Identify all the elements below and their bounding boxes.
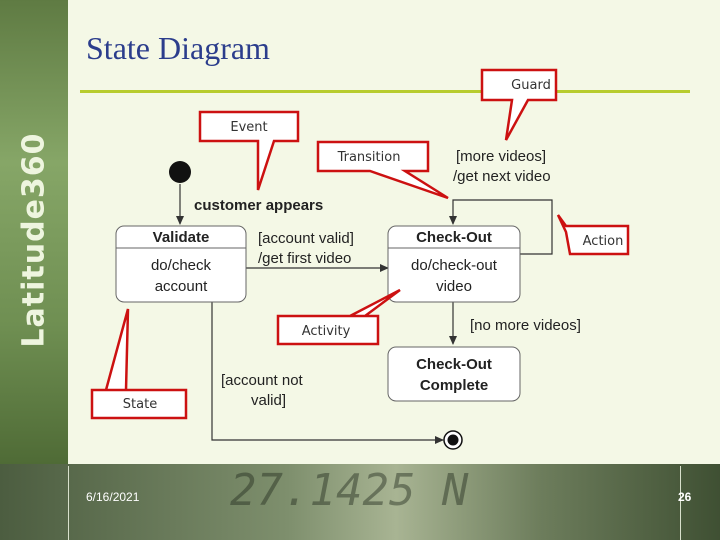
initial-state (169, 161, 191, 183)
validate-name: Validate (153, 229, 210, 246)
footer-date: 6/16/2021 (86, 490, 140, 504)
footer-divider (68, 466, 69, 540)
state-complete: Check-Out Complete (387, 346, 521, 402)
validate-activity-1: do/check (151, 257, 212, 274)
callouts (90, 68, 630, 420)
validate-activity-2: account (155, 278, 208, 295)
callout-transition-shape (316, 140, 449, 200)
callout-guard: Guard (511, 78, 551, 93)
footer-watermark-digits: 27.1425 N (230, 465, 469, 515)
callout-event: Event (230, 120, 267, 135)
checkout-name: Check-Out (416, 229, 492, 246)
callout-action-shape (556, 214, 630, 256)
complete-name-2: Complete (420, 377, 488, 394)
sidebar-band: Latitude360 (0, 0, 68, 464)
callout-activity: Activity (302, 324, 351, 339)
footer-band (0, 464, 720, 540)
slide-title: State Diagram (86, 30, 270, 66)
label-not-valid-1: [account not (221, 372, 304, 389)
complete-name-1: Check-Out (416, 356, 492, 373)
state-checkout: Check-Out do/check-out video (387, 225, 521, 303)
page-number: 26 (678, 490, 692, 504)
callout-guard-shape (480, 68, 558, 141)
label-not-valid-2: valid] (251, 392, 286, 409)
checkout-activity-1: do/check-out (411, 257, 498, 274)
callout-event-shape (198, 110, 300, 191)
callout-transition: Transition (337, 150, 401, 165)
label-valid-2: /get first video (258, 250, 351, 267)
label-more-2: /get next video (453, 168, 551, 185)
footer-divider (680, 466, 681, 540)
label-valid-1: [account valid] (258, 230, 354, 247)
label-start-event: customer appears (194, 197, 323, 214)
callout-state-shape (90, 308, 188, 420)
callout-action: Action (583, 234, 624, 249)
label-more-1: [more videos] (456, 148, 546, 165)
label-no-more: [no more videos] (470, 317, 581, 334)
callout-state: State (123, 397, 157, 412)
callout-activity-shape (276, 288, 401, 346)
not-valid-transition (211, 302, 444, 444)
more-videos-transition (449, 199, 553, 255)
final-state-dot (447, 434, 459, 446)
state-validate: Validate do/check account (115, 225, 247, 303)
title-rule (80, 90, 690, 93)
checkout-activity-2: video (436, 278, 472, 295)
transition-lines (176, 184, 553, 444)
